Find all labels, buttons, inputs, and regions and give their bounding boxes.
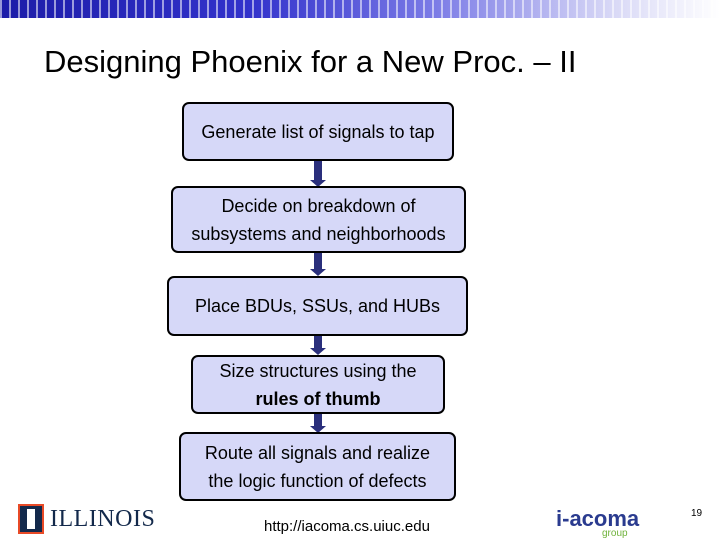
flow-step-line: the logic function of defects [208, 470, 427, 491]
flow-step-line: Size structures using the [219, 360, 417, 381]
flow-step-route-signals: Route all signals and realize the logic … [179, 432, 456, 501]
flow-arrow-head [310, 426, 326, 433]
flow-step-size-structures: Size structures using the rules of thumb [191, 355, 445, 414]
flow-arrow-head [310, 180, 326, 187]
slide-title: Designing Phoenix for a New Proc. – II [44, 44, 577, 79]
flow-step-line: Place BDUs, SSUs, and HUBs [194, 296, 441, 316]
acoma-logo-subtext: group [602, 528, 628, 539]
illinois-logo: ILLINOIS [16, 500, 166, 540]
flow-arrow-shaft [314, 161, 322, 180]
flow-step-line: subsystems and neighborhoods [191, 223, 446, 244]
acoma-group-logo: i-acoma group [556, 506, 646, 540]
flow-arrow-shaft [314, 336, 322, 348]
flow-step-line: Route all signals and realize [204, 442, 431, 463]
flow-arrow-shaft [314, 253, 322, 269]
flow-arrow-shaft [314, 414, 322, 426]
flow-step-line: Decide on breakdown of [221, 195, 416, 216]
flow-step-generate-signals: Generate list of signals to tap [182, 102, 454, 161]
illinois-block-i-icon [18, 504, 44, 534]
flow-arrow-head [310, 348, 326, 355]
footer-url: http://iacoma.cs.uiuc.edu [264, 518, 430, 535]
page-number: 19 [691, 508, 703, 519]
illinois-logo-text: ILLINOIS [50, 506, 156, 532]
acoma-logo-text: i-acoma [556, 506, 640, 531]
flow-arrow-head [310, 269, 326, 276]
header-band-stripes [0, 0, 720, 18]
flow-step-line: rules of thumb [255, 388, 381, 409]
flow-step-line: Generate list of signals to tap [201, 121, 435, 142]
flow-step-decide-breakdown: Decide on breakdown of subsystems and ne… [171, 186, 466, 253]
flow-step-place-units: Place BDUs, SSUs, and HUBs [167, 276, 468, 336]
